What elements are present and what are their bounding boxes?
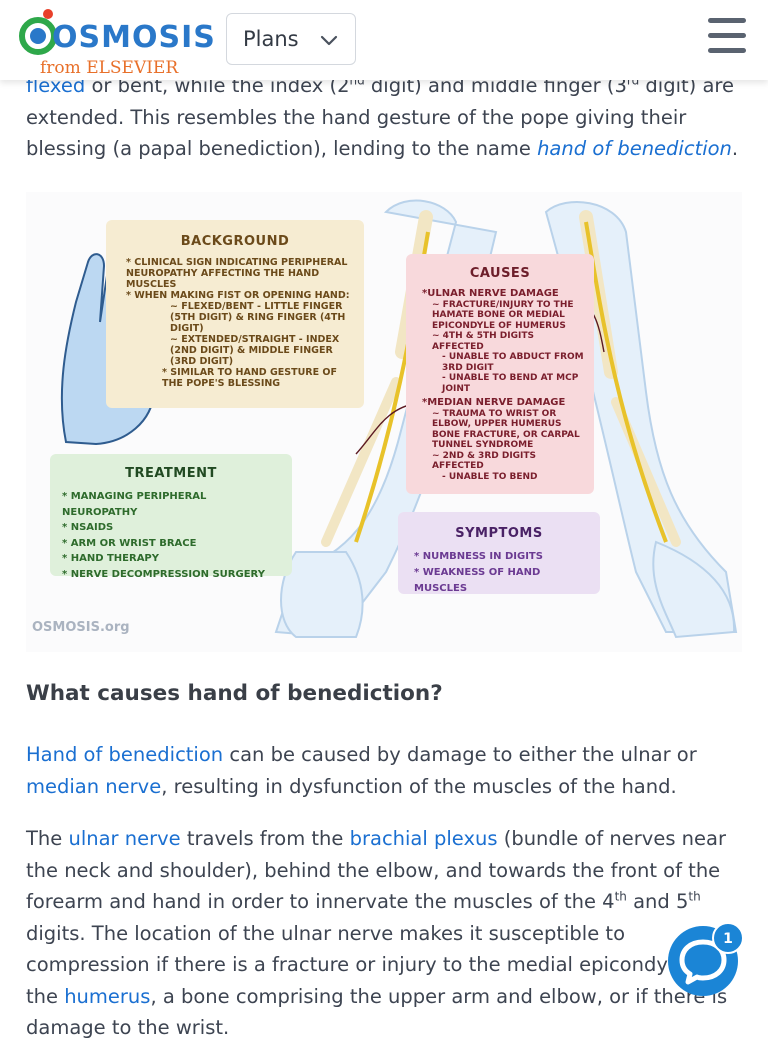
background-list: * Clinical sign indicating peripheral ne… <box>126 257 352 389</box>
link-humerus[interactable]: humerus <box>64 984 151 1008</box>
intro-text-d: . <box>731 137 739 160</box>
causes-paragraph: Hand of benediction can be caused by dam… <box>26 739 746 802</box>
causes-item: ~ Fracture/injury to the hamate bone or … <box>432 299 574 331</box>
p2-text-e: digits. The location of the ulnar nerve … <box>26 921 711 1008</box>
causes-item: *Ulnar nerve damage <box>422 288 559 299</box>
causes-box: CAUSES *Ulnar nerve damage ~ Fracture/in… <box>406 254 594 494</box>
p2-text-c: (bundle of nerves near the neck and shou… <box>26 827 726 913</box>
link-median-nerve[interactable]: median nerve <box>26 774 162 798</box>
causes-item: - Unable to bend <box>442 471 538 482</box>
treatment-box: TREATMENT * Managing peripheral neuropat… <box>50 454 292 580</box>
background-item: * Similar to hand gesture of the pope's … <box>162 367 337 389</box>
osmosis-logo[interactable]: OSMOSIS from ELSEVIER <box>18 8 215 78</box>
causes-item: - Unable to abduct from 3rd digit <box>442 352 584 373</box>
causes-item: - Unable to bend at MCP joint <box>442 373 579 394</box>
logo-subtitle: from ELSEVIER <box>40 58 178 78</box>
intro-paragraph: flexed or bent, while the index (2nd dig… <box>26 70 746 165</box>
logo-wordmark: OSMOSIS <box>52 20 216 55</box>
treatment-item: * Nerve decompression surgery <box>62 568 265 580</box>
site-header: OSMOSIS from ELSEVIER Plans <box>0 0 768 80</box>
background-item: ~ Flexed/bent - little finger (5th digit… <box>170 301 346 334</box>
symptoms-title: SYMPTOMS <box>455 526 543 541</box>
treatment-item: * Arm or wrist brace <box>62 537 197 549</box>
link-brachial-plexus[interactable]: brachial plexus <box>349 827 498 850</box>
symptoms-list: * Numbness in digits * Weakness of hand … <box>414 549 590 597</box>
chat-notification-badge: 1 <box>712 922 744 954</box>
symptoms-item: * Weakness of hand muscles <box>414 567 541 594</box>
p1-text-b: , resulting in dysfunction of the muscle… <box>161 774 677 798</box>
p2-sup-th2: th <box>688 889 701 904</box>
left-palm-drawing <box>280 551 364 638</box>
chevron-down-icon <box>320 35 338 46</box>
background-item: ~ Extended/straight - index (2nd digit) … <box>170 334 340 367</box>
causes-list: *Ulnar nerve damage ~ Fracture/injury to… <box>422 288 586 482</box>
treatment-title: TREATMENT <box>125 466 217 481</box>
p2-text-a: The <box>26 827 69 850</box>
background-box: BACKGROUND * Clinical sign indicating pe… <box>106 220 364 408</box>
osmosis-watermark: OSMOSIS.org <box>32 620 130 635</box>
section-heading: What causes hand of benediction? <box>26 681 443 706</box>
background-item: * When making fist or opening hand: <box>126 290 350 301</box>
logo-sub-brand: ELSEVIER <box>86 58 179 78</box>
treatment-item: * Managing peripheral neuropathy <box>62 491 207 518</box>
osmosis-swirl-icon <box>19 9 57 55</box>
p1-text-a: can be caused by damage to either the ul… <box>223 743 697 766</box>
p2-sup-th1: th <box>614 889 627 904</box>
p2-text-d: and 5 <box>626 890 689 913</box>
causes-item: ~ 4th & 5th digits affected <box>432 331 534 352</box>
treatment-item: * NSAIDs <box>62 522 114 533</box>
causes-item: ~ 2nd & 3rd digits affected <box>432 450 537 472</box>
symptoms-item: * Numbness in digits <box>414 551 543 562</box>
causes-item: *Median nerve damage <box>422 397 566 408</box>
link-hand-of-benediction[interactable]: hand of benediction <box>537 137 732 160</box>
chat-bubble-icon <box>679 939 727 985</box>
forearm-bone-left <box>321 377 401 547</box>
treatment-list: * Managing peripheral neuropathy * NSAID… <box>62 489 282 582</box>
background-title: BACKGROUND <box>180 234 290 249</box>
causes-item: ~ Trauma to wrist or elbow, upper humeru… <box>432 408 580 451</box>
hamburger-menu-icon[interactable] <box>708 18 748 54</box>
ulnar-paragraph: The ulnar nerve travels from the brachia… <box>26 823 746 1044</box>
plans-dropdown[interactable]: Plans <box>226 13 356 65</box>
link-ulnar-nerve[interactable]: ulnar nerve <box>68 827 181 850</box>
causes-title: CAUSES <box>469 266 531 281</box>
link-hob-text: hand of benediction <box>537 137 732 160</box>
background-item: * Clinical sign indicating peripheral ne… <box>126 257 348 290</box>
logo-sub-from: from <box>40 58 81 78</box>
symptoms-box: SYMPTOMS * Numbness in digits * Weakness… <box>398 512 600 594</box>
p2-text-b: travels from the <box>180 827 350 850</box>
hand-of-benediction-infographic: BACKGROUND * Clinical sign indicating pe… <box>26 192 742 652</box>
plans-label: Plans <box>243 27 299 51</box>
link-hand-of-benediction-2[interactable]: Hand of benediction <box>26 743 224 766</box>
treatment-item: * Hand therapy <box>62 553 160 564</box>
right-palm-drawing <box>652 540 736 639</box>
